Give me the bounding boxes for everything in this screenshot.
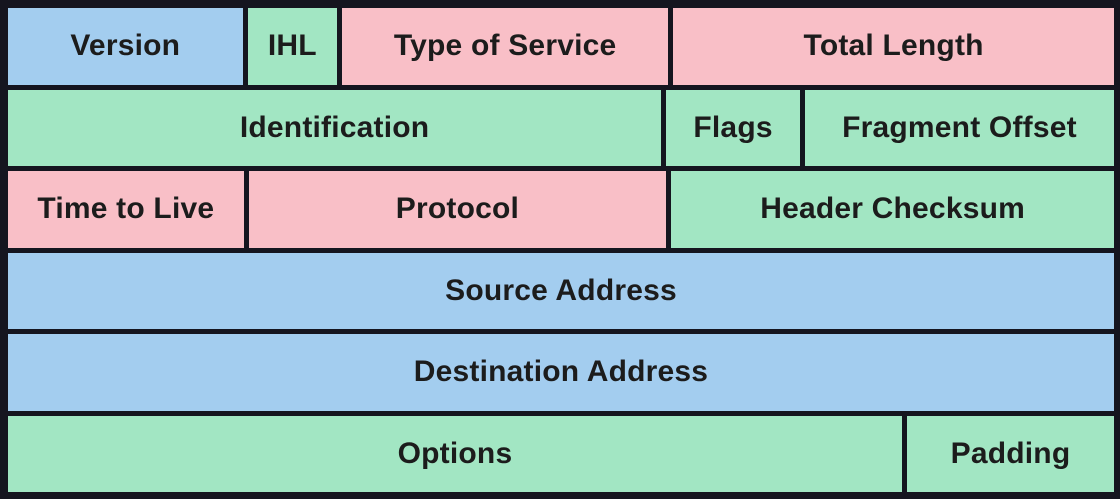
field-version: Version bbox=[8, 8, 243, 85]
header-row-2: Identification Flags Fragment Offset bbox=[8, 89, 1114, 166]
field-protocol-label: Protocol bbox=[395, 192, 520, 226]
field-protocol: Protocol bbox=[248, 171, 667, 248]
field-padding: Padding bbox=[907, 415, 1114, 492]
header-row-5: Destination Address bbox=[8, 334, 1114, 411]
field-version-label: Version bbox=[70, 29, 181, 63]
field-type-of-service: Type of Service bbox=[342, 8, 669, 85]
header-row-4: Source Address bbox=[8, 252, 1114, 329]
field-destination-address-label: Destination Address bbox=[413, 355, 709, 389]
field-total-length: Total Length bbox=[673, 8, 1114, 85]
field-header-checksum: Header Checksum bbox=[671, 171, 1114, 248]
field-header-checksum-label: Header Checksum bbox=[760, 192, 1025, 226]
field-flags: Flags bbox=[666, 89, 800, 166]
field-fragment-offset-label: Fragment Offset bbox=[842, 110, 1077, 144]
field-identification: Identification bbox=[8, 89, 662, 166]
field-padding-label: Padding bbox=[950, 436, 1071, 470]
field-time-to-live: Time to Live bbox=[8, 171, 244, 248]
header-row-6: Options Padding bbox=[8, 415, 1114, 492]
field-source-address: Source Address bbox=[8, 252, 1114, 329]
field-source-address-label: Source Address bbox=[445, 273, 677, 307]
field-ihl: IHL bbox=[247, 8, 338, 85]
field-identification-label: Identification bbox=[239, 110, 430, 144]
field-flags-label: Flags bbox=[693, 110, 773, 144]
field-time-to-live-label: Time to Live bbox=[37, 192, 215, 226]
header-row-3: Time to Live Protocol Header Checksum bbox=[8, 171, 1114, 248]
header-row-1: Version IHL Type of Service Total Length bbox=[8, 8, 1114, 85]
field-total-length-label: Total Length bbox=[803, 29, 984, 63]
field-ihl-label: IHL bbox=[267, 29, 317, 63]
field-options-label: Options bbox=[397, 436, 513, 470]
field-destination-address: Destination Address bbox=[8, 334, 1114, 411]
field-fragment-offset: Fragment Offset bbox=[804, 89, 1114, 166]
field-options: Options bbox=[8, 415, 902, 492]
field-type-of-service-label: Type of Service bbox=[393, 29, 617, 63]
